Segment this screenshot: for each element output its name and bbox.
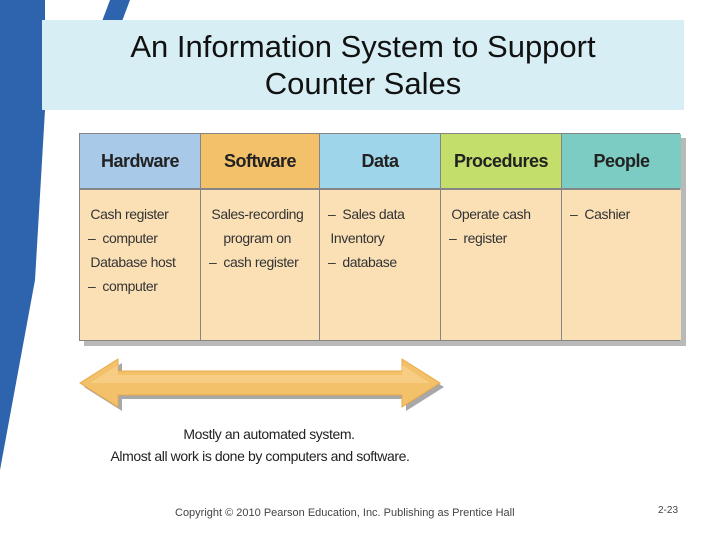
header-data: Data — [320, 134, 440, 188]
slide-title: An Information System to Support Counter… — [42, 20, 684, 110]
header-software: Software — [201, 134, 319, 188]
people-entry-text: Cashier — [584, 206, 630, 222]
header-hardware: Hardware — [80, 134, 200, 188]
hardware-entry-text: Database host computer — [90, 254, 176, 294]
header-people: People — [562, 134, 681, 188]
data-entry-sales-data: Sales data — [328, 202, 440, 226]
copyright-footer: Copyright © 2010 Pearson Education, Inc.… — [175, 507, 515, 519]
procedures-entry-operate-cash-register: Operate cash register — [449, 202, 561, 250]
procedures-entry-text: Operate cash register — [451, 206, 531, 246]
cell-software: Sales-recording program on cash register — [201, 190, 319, 340]
slide-number: 2-23 — [658, 505, 679, 516]
data-entry-text: Inventory database — [330, 230, 397, 270]
caption-line-2: Almost all work is done by computers and… — [110, 448, 410, 464]
hardware-entry-text: Cash register computer — [90, 206, 169, 246]
cell-hardware: Cash register computer Database host com… — [80, 190, 200, 340]
caption-line-1: Mostly an automated system. — [183, 426, 355, 442]
software-entry-text: Sales-recording program on cash register — [211, 206, 304, 270]
hardware-entry-cash-register: Cash register computer — [88, 202, 200, 250]
double-arrow-icon — [79, 358, 444, 411]
header-procedures: Procedures — [441, 134, 561, 188]
information-system-table: Hardware Software Data Procedures People… — [79, 133, 681, 341]
software-entry-sales-recording: Sales-recording program on cash register — [209, 202, 319, 274]
cell-data: Sales data Inventory database — [320, 190, 440, 340]
slide-title-line-1: An Information System to Support — [130, 29, 596, 64]
hardware-entry-database-host: Database host computer — [88, 250, 200, 298]
people-entry-cashier: Cashier — [570, 202, 681, 226]
data-entry-inventory-database: Inventory database — [328, 226, 440, 274]
cell-procedures: Operate cash register — [441, 190, 561, 340]
data-entry-text: Sales data — [342, 206, 405, 222]
slide-title-line-2: Counter Sales — [264, 66, 462, 101]
arrow-caption: Mostly an automated system. Almost all w… — [0, 423, 520, 467]
cell-people: Cashier — [562, 190, 681, 340]
